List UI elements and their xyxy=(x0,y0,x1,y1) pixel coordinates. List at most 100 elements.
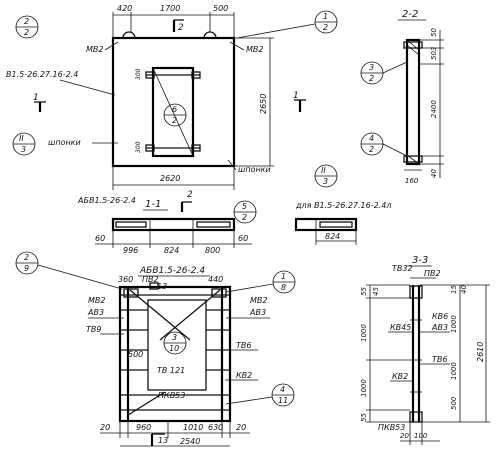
callout-1-2: 1 2 xyxy=(236,10,338,39)
label-360: 360 xyxy=(118,275,133,284)
callout-5-2: 5 2 xyxy=(233,200,257,224)
svg-text:1: 1 xyxy=(323,12,328,21)
dim-text: 1000 xyxy=(360,379,368,397)
section-1-1: АБВ1.5-26-2.4 1-1 2 60 996 824 800 60 5 … xyxy=(77,190,391,255)
bolts-label-left: шпонки xyxy=(48,138,81,147)
lifting-loop-left xyxy=(122,31,136,39)
svg-text:4: 4 xyxy=(280,385,285,394)
callout-II-3-right: II 3 xyxy=(314,164,338,188)
dim-text: 824 xyxy=(164,246,179,255)
label-500: 500 xyxy=(128,350,143,359)
dim-text: 40 xyxy=(430,169,438,178)
label-av3-right: АВ3 xyxy=(249,308,266,317)
section-label: 2 xyxy=(178,23,184,33)
svg-text:II: II xyxy=(19,134,24,143)
svg-text:3: 3 xyxy=(172,333,177,342)
dim-text-total: 2610 xyxy=(476,342,485,362)
svg-text:10: 10 xyxy=(169,344,179,353)
dim-text: 55 xyxy=(360,287,368,296)
label-tv9: ТВ9 xyxy=(86,325,101,334)
svg-text:2: 2 xyxy=(24,28,29,37)
dim-text: 824 xyxy=(325,232,340,241)
label-pv2: ПВ2 xyxy=(142,275,159,284)
dim-text: 300 xyxy=(135,68,142,80)
diagonal-bar xyxy=(127,391,166,416)
section-top-plate xyxy=(403,41,423,49)
label-av3-left: АВ3 xyxy=(87,308,104,317)
section-body xyxy=(405,38,421,166)
mark-mv2-left: МВ2 xyxy=(86,45,103,54)
dim-text: 60 xyxy=(238,234,248,243)
section-label: 1 xyxy=(293,91,299,101)
callout-4-11: 4 11 xyxy=(225,383,295,407)
label-mv2-left: МВ2 xyxy=(88,296,105,305)
dim-text: 20 xyxy=(400,432,409,440)
svg-text:3: 3 xyxy=(21,145,26,154)
rebar-title: АБВ1.5-26-2.4 xyxy=(139,266,205,276)
dim-text: 630 xyxy=(208,423,223,432)
section-title: 2-2 xyxy=(402,9,418,20)
section-body-right xyxy=(294,217,358,232)
callout-2-9: 2 9 xyxy=(15,251,123,290)
dim-text: 160 xyxy=(405,177,419,185)
label-kv6: КВ6 xyxy=(432,312,448,321)
label-kv2: КВ2 xyxy=(392,372,408,381)
diagonal-bar xyxy=(159,289,221,341)
label-tv6: ТВ6 xyxy=(432,355,447,364)
svg-text:1: 1 xyxy=(281,272,286,281)
dim-text: 503 xyxy=(430,47,438,60)
label-kv2: КВ2 xyxy=(236,371,252,380)
section-mark-right: для В1.5-26.27.16-2.4л xyxy=(295,201,391,210)
dim-text: 300 xyxy=(135,141,142,153)
section-label: 2 xyxy=(187,190,193,200)
rebar-view: АБВ1.5-26-2.4 360 П xyxy=(15,251,296,447)
label-pkv53: ПКВ53 xyxy=(378,423,405,432)
section-3-3: 3-3 ТВ32 ПВ2 КВ45 КВ6 АВ3 ТВ6 КВ2 ПКВ53 … xyxy=(360,255,490,445)
leader xyxy=(104,41,119,51)
opening-diagonal xyxy=(152,67,194,157)
label-13: 13 xyxy=(158,436,168,445)
dim-text: 1010 xyxy=(183,423,203,432)
dim-text: 420 xyxy=(117,4,132,13)
svg-text:5: 5 xyxy=(242,202,247,211)
dim-text: 800 xyxy=(205,246,220,255)
section-title: 3-3 xyxy=(412,255,428,266)
section-2-2: 2-2 50 503 2400 40 160 3 2 4 xyxy=(360,9,444,185)
dim-text: 1000 xyxy=(450,362,458,380)
label-tv6: ТВ6 xyxy=(236,341,251,350)
dim-text: 500 xyxy=(213,4,228,13)
section-mark: АБВ1.5-26-2.4 xyxy=(77,196,136,205)
svg-text:2: 2 xyxy=(369,145,374,154)
label-mv2-right: МВ2 xyxy=(250,296,267,305)
dim-text: 500 xyxy=(450,396,458,410)
main-panel-view: 420 1700 500 2620 2650 300 300 МВ2 МВ2 В… xyxy=(6,4,338,190)
diagonal-bar xyxy=(129,289,191,341)
panel-mark: В1.5-26.27.16-2.4 xyxy=(6,70,78,79)
dim-text: 2650 xyxy=(259,94,268,114)
dim-text: 20 xyxy=(100,423,110,432)
dim-text: 2400 xyxy=(430,100,438,118)
section-body xyxy=(111,217,236,232)
label-13: 13 xyxy=(157,282,167,291)
svg-text:2: 2 xyxy=(323,23,328,32)
svg-text:II: II xyxy=(321,166,326,175)
dim-text: 20 xyxy=(236,423,246,432)
label-kv45: КВ45 xyxy=(390,323,411,332)
callout-3-2: 3 2 xyxy=(360,61,408,85)
opening-frame xyxy=(147,299,207,391)
svg-text:3: 3 xyxy=(323,177,328,186)
dim-text: 45 xyxy=(372,287,380,296)
label-440: 440 xyxy=(208,275,223,284)
dim-text: 55 xyxy=(360,413,368,422)
svg-text:2: 2 xyxy=(242,213,247,222)
svg-text:2: 2 xyxy=(24,253,29,262)
dim-text: 60 xyxy=(95,234,105,243)
callout-6-2: 6 2 xyxy=(163,103,187,127)
dim-text: 100 xyxy=(414,432,428,440)
svg-text:9: 9 xyxy=(24,264,29,273)
dim-text: 1700 xyxy=(160,4,180,13)
dim-text: 40 xyxy=(460,285,468,294)
mark-mv2-right: МВ2 xyxy=(246,45,263,54)
leader xyxy=(227,159,237,171)
